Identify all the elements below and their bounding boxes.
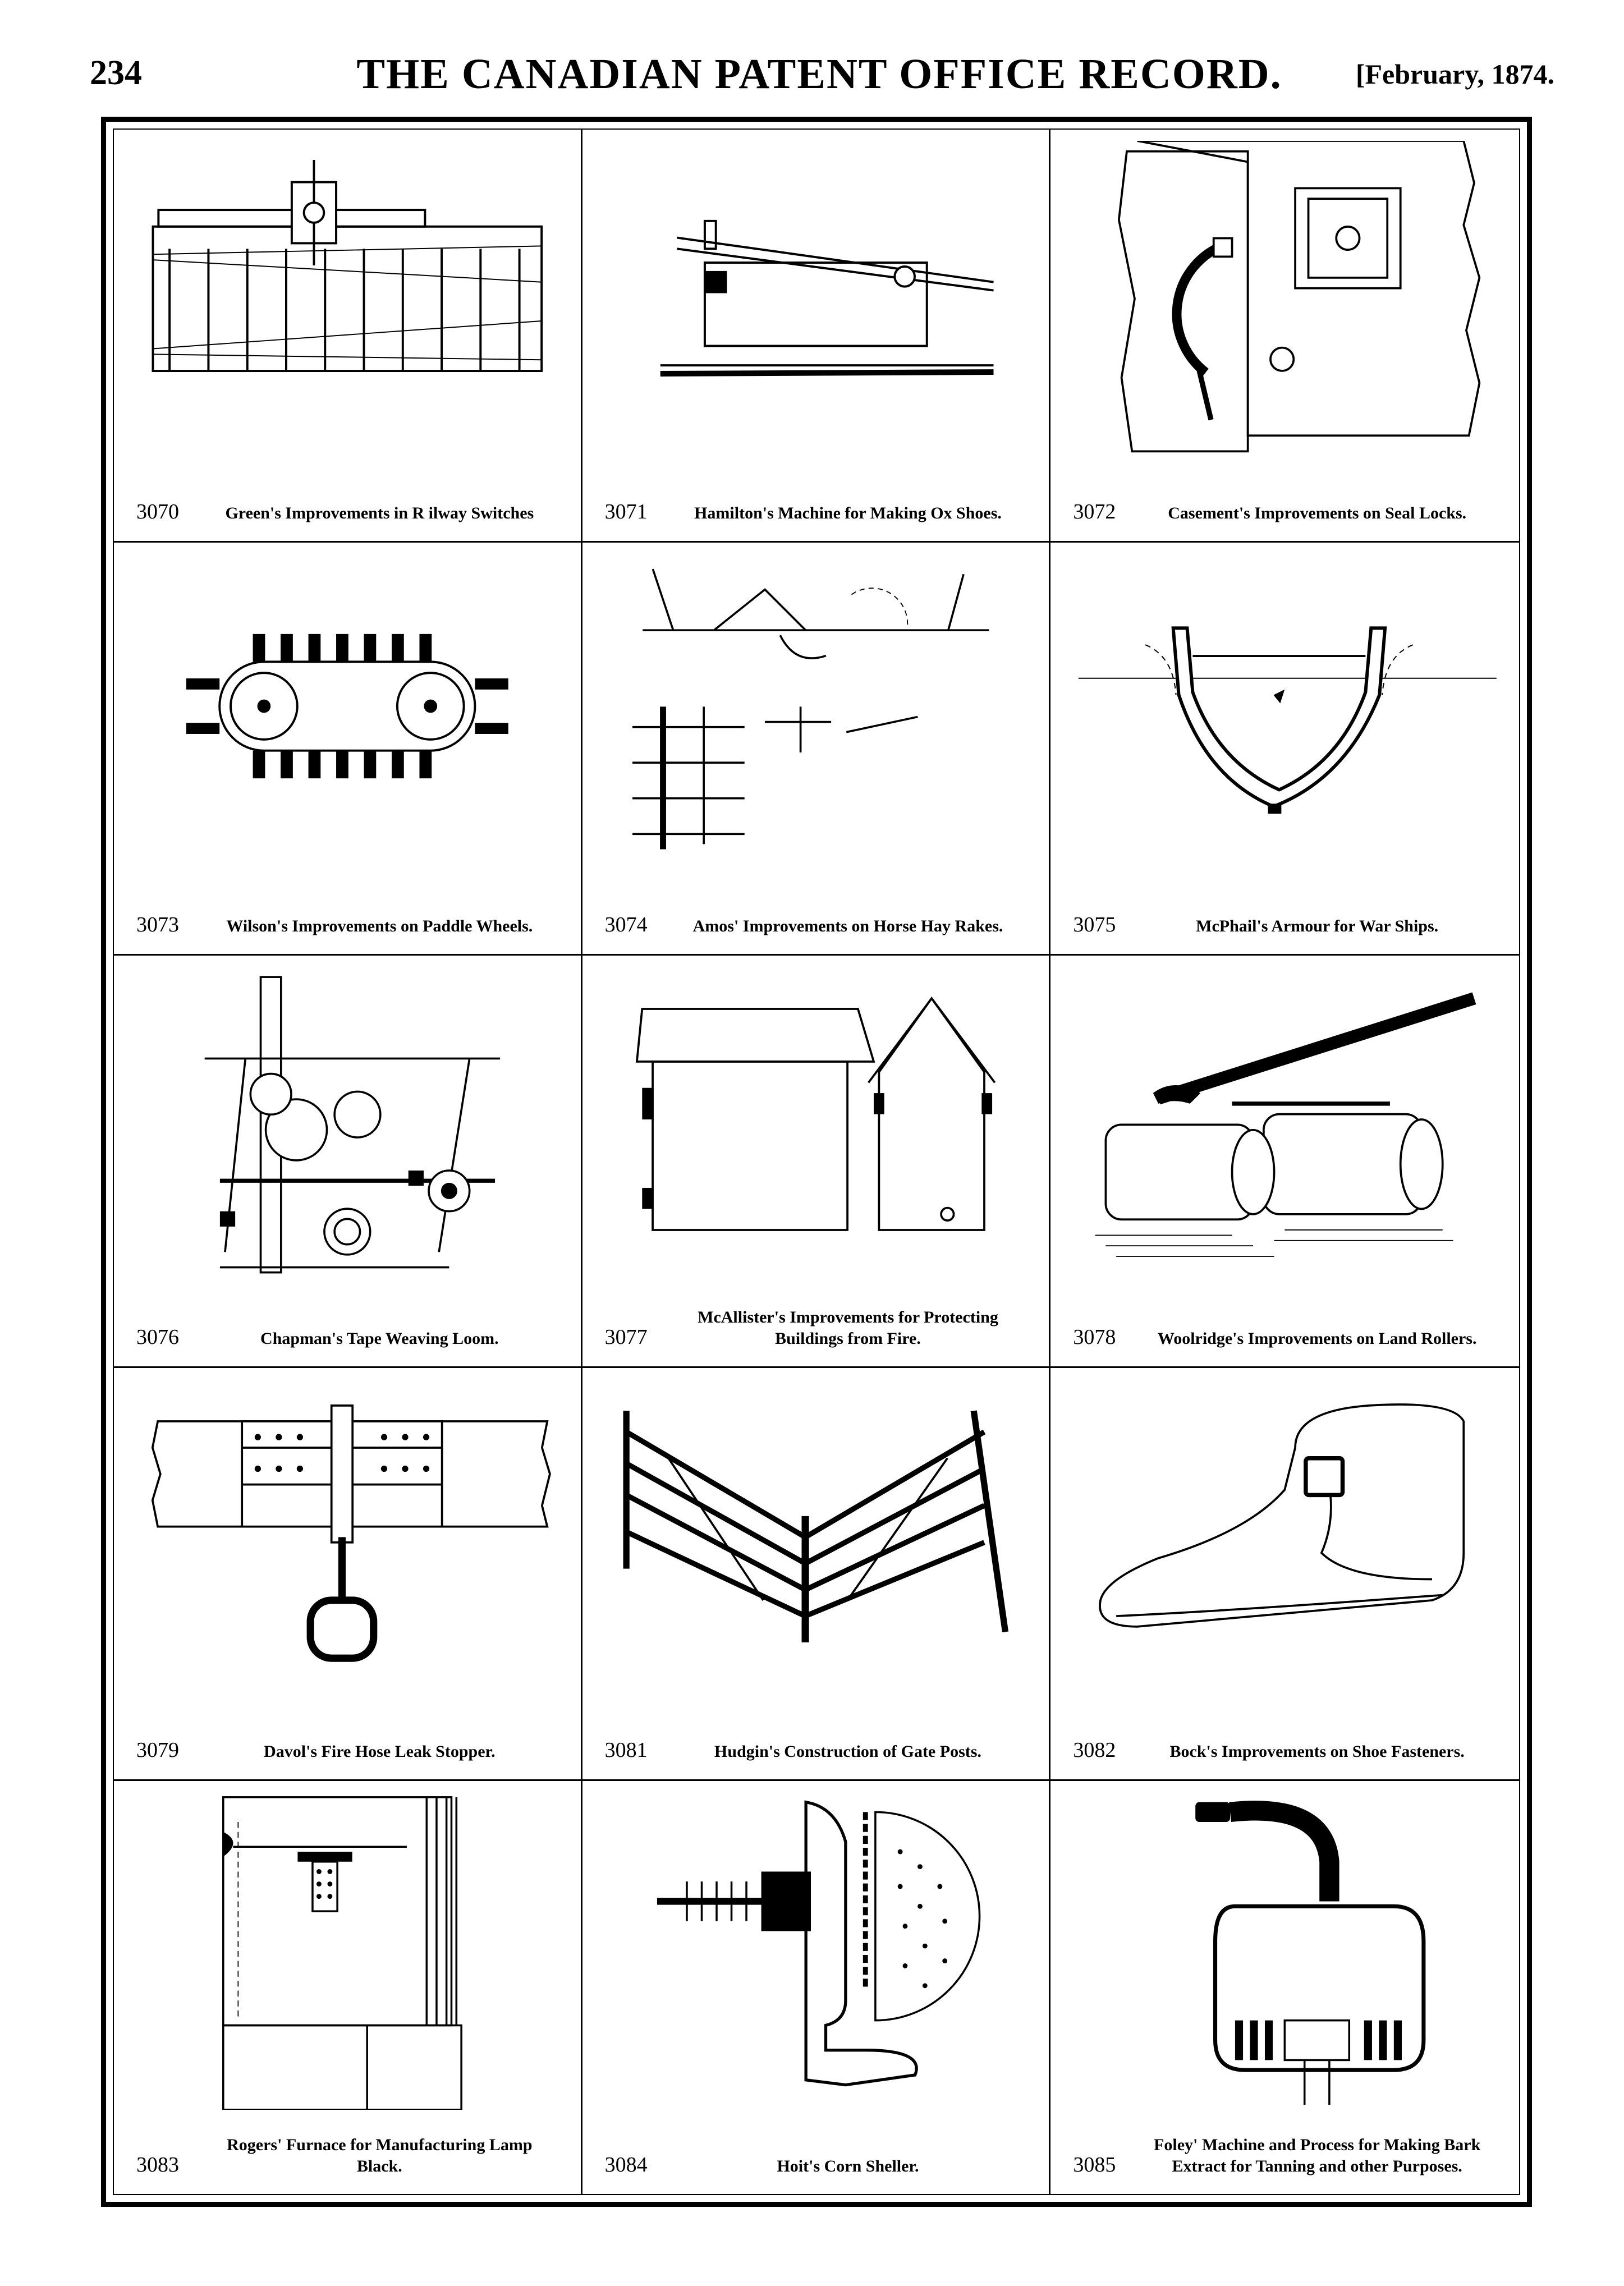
gate-post-icon — [594, 1379, 1038, 1695]
patent-cell: 3082 Bock's Improvements on Shoe Fastene… — [1050, 1368, 1519, 1782]
patent-caption: 3071 Hamilton's Machine for Making Ox Sh… — [605, 468, 1035, 524]
patent-caption: 3084 Hoit's Corn Sheller. — [605, 2121, 1035, 2177]
patent-title: Hoit's Corn Sheller. — [777, 2156, 919, 2175]
patent-caption: 3081 Hudgin's Construction of Gate Posts… — [605, 1706, 1035, 1762]
patent-grid: 3070 Green's Improvements in R ilway Swi… — [113, 128, 1520, 2195]
patent-title: Green's Improvements in R ilway Switches — [225, 503, 534, 522]
page-number: 234 — [90, 54, 142, 92]
seal-lock-icon — [1062, 141, 1508, 457]
patent-cell: 3078 Woolridge's Improvements on Land Ro… — [1050, 956, 1519, 1369]
patent-title: McAllister's Improvements for Protecting… — [698, 1308, 998, 1348]
patent-caption: 3078 Woolridge's Improvements on Land Ro… — [1073, 1293, 1505, 1349]
patent-number: 3073 — [136, 912, 179, 937]
patent-number: 3078 — [1073, 1325, 1116, 1349]
patent-number: 3085 — [1073, 2152, 1116, 2177]
patent-caption: 3076 Chapman's Tape Weaving Loom. — [136, 1293, 567, 1349]
patent-title: Amos' Improvements on Horse Hay Rakes. — [692, 916, 1003, 935]
patent-cell: 3085 Foley' Machine and Process for Maki… — [1050, 1781, 1519, 2194]
hose-leak-stopper-icon — [125, 1379, 570, 1695]
ship-armour-icon — [1062, 554, 1508, 870]
patent-title: Chapman's Tape Weaving Loom. — [260, 1329, 499, 1348]
shoe-fastener-icon — [1062, 1379, 1508, 1695]
furnace-icon — [125, 1792, 570, 2110]
patent-title: Davol's Fire Hose Leak Stopper. — [264, 1742, 496, 1761]
patent-title: Hudgin's Construction of Gate Posts. — [714, 1742, 981, 1761]
paddle-wheel-icon — [125, 554, 570, 870]
patent-caption: 3075 McPhail's Armour for War Ships. — [1073, 881, 1505, 937]
patent-caption: 3073 Wilson's Improvements on Paddle Whe… — [136, 881, 567, 937]
patent-cell: 3083 Rogers' Furnace for Manufacturing L… — [114, 1781, 582, 2194]
patent-title: Casement's Improvements on Seal Locks. — [1168, 503, 1467, 522]
issue-date: [February, 1874. — [1355, 58, 1554, 90]
patent-number: 3075 — [1073, 912, 1116, 937]
railway-switch-icon — [125, 141, 570, 457]
patent-title: Rogers' Furnace for Manufacturing Lamp B… — [227, 2135, 533, 2175]
patent-cell: 3081 Hudgin's Construction of Gate Posts… — [582, 1368, 1051, 1782]
patent-cell: 3071 Hamilton's Machine for Making Ox Sh… — [582, 130, 1051, 543]
patent-caption: 3077 McAllister's Improvements for Prote… — [605, 1293, 1035, 1349]
patent-number: 3083 — [136, 2152, 179, 2177]
patent-title: Hamilton's Machine for Making Ox Shoes. — [694, 503, 1002, 522]
patent-caption: 3085 Foley' Machine and Process for Maki… — [1073, 2121, 1505, 2177]
patent-title: Foley' Machine and Process for Making Ba… — [1154, 2135, 1481, 2175]
patent-number: 3084 — [604, 2152, 648, 2177]
patent-caption: 3079 Davol's Fire Hose Leak Stopper. — [136, 1706, 567, 1762]
patent-number: 3077 — [604, 1325, 648, 1349]
patent-cell: 3079 Davol's Fire Hose Leak Stopper. — [114, 1368, 582, 1782]
patent-number: 3082 — [1073, 1738, 1116, 1762]
journal-title: THE CANADIAN PATENT OFFICE RECORD. — [356, 51, 1282, 98]
patent-number: 3079 — [136, 1738, 179, 1762]
patent-number: 3070 — [136, 499, 179, 524]
patent-cell: 3072 Casement's Improvements on Seal Loc… — [1050, 130, 1519, 543]
patent-plate-frame: 3070 Green's Improvements in R ilway Swi… — [101, 117, 1532, 2207]
ox-shoe-machine-icon — [594, 141, 1038, 457]
land-roller-icon — [1062, 967, 1508, 1283]
patent-title: Bock's Improvements on Shoe Fasteners. — [1169, 1742, 1465, 1761]
patent-title: Wilson's Improvements on Paddle Wheels. — [226, 916, 533, 935]
patent-caption: 3083 Rogers' Furnace for Manufacturing L… — [136, 2121, 567, 2177]
page-header: 234 THE CANADIAN PATENT OFFICE RECORD. [… — [84, 51, 1554, 115]
patent-caption: 3070 Green's Improvements in R ilway Swi… — [136, 468, 567, 524]
patent-cell: 3075 McPhail's Armour for War Ships. — [1050, 543, 1519, 956]
patent-caption: 3082 Bock's Improvements on Shoe Fastene… — [1073, 1706, 1505, 1762]
building-fire-protection-icon — [594, 967, 1038, 1283]
patent-cell: 3084 Hoit's Corn Sheller. — [582, 1781, 1051, 2194]
patent-caption: 3074 Amos' Improvements on Horse Hay Rak… — [605, 881, 1035, 937]
patent-caption: 3072 Casement's Improvements on Seal Loc… — [1073, 468, 1505, 524]
patent-cell: 3076 Chapman's Tape Weaving Loom. — [114, 955, 582, 1369]
patent-cell: 3070 Green's Improvements in R ilway Swi… — [114, 130, 582, 543]
bark-extract-machine-icon — [1062, 1792, 1508, 2110]
patent-number: 3072 — [1073, 499, 1116, 524]
patent-title: Woolridge's Improvements on Land Rollers… — [1157, 1329, 1477, 1348]
patent-number: 3076 — [136, 1325, 179, 1349]
patent-number: 3081 — [604, 1738, 648, 1762]
patent-cell: 3077 McAllister's Improvements for Prote… — [582, 955, 1051, 1369]
patent-cell: 3073 Wilson's Improvements on Paddle Whe… — [114, 542, 582, 956]
weaving-loom-icon — [125, 967, 570, 1283]
hay-rake-icon — [594, 554, 1038, 870]
patent-number: 3074 — [604, 912, 648, 937]
corn-sheller-icon — [594, 1792, 1038, 2110]
patent-number: 3071 — [604, 499, 648, 524]
patent-cell: 3074 Amos' Improvements on Horse Hay Rak… — [582, 542, 1051, 956]
patent-title: McPhail's Armour for War Ships. — [1196, 916, 1439, 935]
